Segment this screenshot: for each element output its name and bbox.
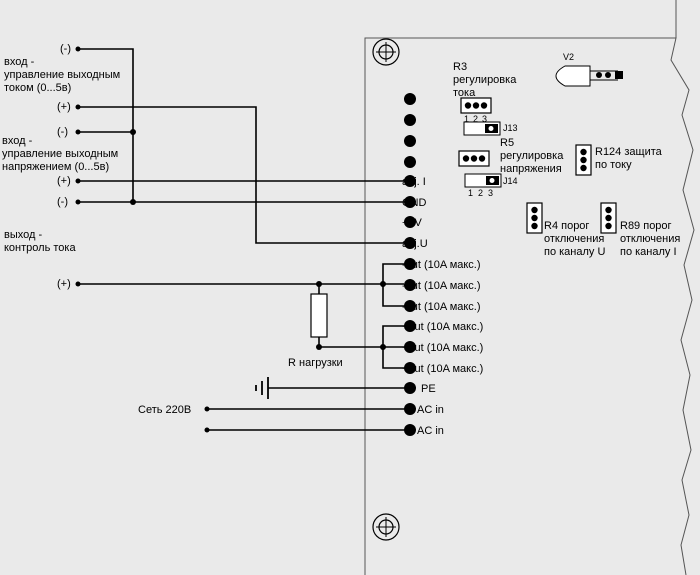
label-line: по каналу I [620,246,677,258]
terminal-label-minus-out: -out (10A макс.) [402,301,481,313]
pin-plus-label: (+) [57,175,71,187]
pad [404,156,416,168]
label-line: по току [595,159,632,171]
terminal-label-gnd: GND [402,197,427,209]
pad [404,114,416,126]
terminal-labels: adj. I GND +5V adj.U -out (10A макс.) -o… [402,176,483,437]
pad [404,93,416,105]
terminal-label-ac-in: AC in [417,425,444,437]
label-line: управление выходным [2,148,118,160]
resistor-icon [310,293,328,338]
v2-label: V2 [563,52,574,62]
pin-minus-label: (-) [57,196,68,208]
label-line: вход - [2,135,33,147]
trimmer-icon [526,202,543,234]
pin-plus-label: (+) [57,101,71,113]
trimmer-icon [575,144,592,176]
label-line: управление выходным [4,69,120,81]
terminal-label-plus-out: +out (10A макс.) [402,363,483,375]
load-resistor-label: R нагрузки [288,357,343,369]
jumper-pin-3: 3 [482,114,487,124]
label-line: выход - [4,229,42,241]
jumper-pin-1: 1 [468,188,473,198]
j13-label: J13 [503,123,518,133]
label-line: R89 порог [620,220,672,232]
jumper-pin-2: 2 [478,188,483,198]
label-line: током (0...5в) [4,82,71,94]
terminal-label-minus-out: -out (10A макс.) [402,259,481,271]
j14-label: J14 [503,176,518,186]
label-line: напряжением (0...5в) [2,161,109,173]
label-line: R4 порог [544,220,589,232]
mounting-hole-icon [372,38,400,66]
trimmer-icon [600,202,617,234]
jumper-pin-1: 1 [464,114,469,124]
terminal-label-adj-i: adj. I [402,176,426,188]
label-line: отключения [620,233,680,245]
label-line: тока [453,87,476,99]
label-line: регулировка [500,150,564,162]
label-line: отключения [544,233,604,245]
terminal-label-minus-out: -out (10A макс.) [402,280,481,292]
terminal-label-adj-u: adj.U [402,238,428,250]
label-line: вход - [4,56,35,68]
label-line: по каналу U [544,246,605,258]
label-line: напряжения [500,163,562,175]
terminal-label-ac-in: AC in [417,404,444,416]
label-line: контроль тока [4,242,76,254]
pin-minus-label: (-) [60,43,71,55]
trimmer-icon [460,97,492,114]
jumper-icon[interactable] [464,173,502,188]
pin-plus-label: (+) [57,278,71,290]
terminal-label-plus-out: +out (10A макс.) [402,342,483,354]
mounting-hole-icon [372,513,400,541]
wires [75,46,404,433]
pin-minus-label: (-) [57,126,68,138]
output-current-label: выход -контроль тока [4,229,76,254]
jumper-pin-3: 3 [488,188,493,198]
trimmer-icon [458,150,490,167]
terminal-pads [404,175,416,436]
mains-label: Сеть 220В [138,404,191,416]
terminal-label-5v: +5V [402,217,423,229]
terminal-label-plus-out: +out (10A макс.) [402,321,483,333]
terminal-label-pe: PE [421,383,436,395]
jumper-pin-2: 2 [473,114,478,124]
label-line: регулировка [453,74,517,86]
label-line: R124 защита [595,146,663,158]
pad [404,135,416,147]
jumper-icon[interactable] [463,121,501,136]
ground-icon [255,377,269,399]
label-line: R5 [500,137,514,149]
label-line: R3 [453,61,467,73]
board-outline [364,37,695,575]
led-icon [555,65,623,87]
